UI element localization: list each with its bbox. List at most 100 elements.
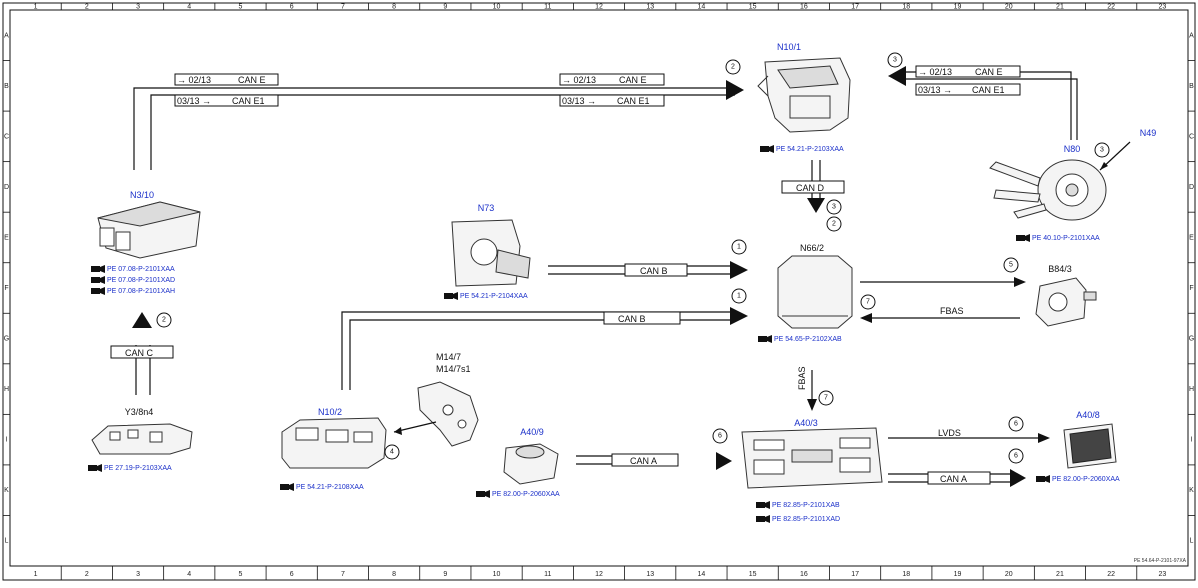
b84-3-camera: B84/3 bbox=[1035, 264, 1097, 327]
a40-8-display: A40/8 PE 82.00-P-2060XAA bbox=[1036, 410, 1120, 483]
fbas-label-horizontal: FBAS bbox=[940, 306, 964, 316]
grid-column-label: 5 bbox=[239, 571, 243, 578]
sheet-ref-from-0313: 03/13 → bbox=[177, 96, 211, 106]
grid-column-label: 21 bbox=[1056, 571, 1064, 578]
n10-1-label: N10/1 bbox=[777, 42, 801, 52]
grid-column-label: 9 bbox=[443, 571, 447, 578]
grid-column-label: 18 bbox=[902, 4, 910, 11]
can-e1-label-box-mid bbox=[559, 94, 665, 107]
grid-row-label: L bbox=[5, 538, 9, 545]
callout-6-can-a: 6 bbox=[1014, 453, 1018, 460]
grid-row-label: A bbox=[1189, 32, 1194, 39]
grid-column-label: 7 bbox=[341, 4, 345, 11]
grid-column-label: 19 bbox=[954, 4, 962, 11]
grid-column-label: 9 bbox=[443, 4, 447, 11]
can-a-label-right: CAN A bbox=[940, 474, 967, 484]
grid-column-label: 1 bbox=[34, 571, 38, 578]
callout-2-left: 2 bbox=[162, 317, 166, 324]
m14-7s1-label: M14/7s1 bbox=[436, 364, 471, 374]
can-b-label-top: CAN B bbox=[640, 266, 668, 276]
n10-2-ref: PE 54.21-P-2108XAA bbox=[296, 484, 364, 491]
grid-row-label: F bbox=[1189, 285, 1193, 292]
grid-column-label: 23 bbox=[1158, 4, 1166, 11]
n3-10-module: N3/10 PE 07.08-P-2101XAA PE 07.08-P-2101… bbox=[91, 190, 201, 295]
grid-column-label: 23 bbox=[1158, 571, 1166, 578]
can-e1-label-mid: CAN E1 bbox=[617, 96, 650, 106]
b84-3-label: B84/3 bbox=[1048, 264, 1072, 274]
can-d-link: CAN D 3 2 bbox=[781, 160, 845, 232]
n73-label: N73 bbox=[478, 203, 495, 213]
n10-2-label: N10/2 bbox=[318, 407, 342, 417]
n80-label: N80 bbox=[1064, 144, 1081, 154]
callout-2-top bbox=[725, 59, 741, 75]
grid-column-label: 1 bbox=[34, 4, 38, 11]
grid-column-label: 16 bbox=[800, 4, 808, 11]
callout-3-right: 3 bbox=[893, 57, 897, 64]
grid-row-label: E bbox=[1189, 234, 1194, 241]
grid-column-label: 13 bbox=[646, 4, 654, 11]
grid-row-label: F bbox=[4, 285, 8, 292]
n3-10-ref-2: PE 07.08-P-2101XAD bbox=[107, 277, 175, 284]
grid-column-label: 20 bbox=[1005, 571, 1013, 578]
can-b-label-bottom: CAN B bbox=[618, 314, 646, 324]
sheet-ref-from-0313-right: 03/13 → bbox=[918, 85, 952, 95]
n10-1-module: N10/1 PE 54.21-P-2103XAA bbox=[757, 42, 851, 153]
can-e-label-right: CAN E bbox=[975, 67, 1003, 77]
grid-column-label: 3 bbox=[136, 571, 140, 578]
can-e-label-mid: CAN E bbox=[619, 75, 647, 85]
can-e-right-bus: → 02/13 CAN E 03/13 → CAN E1 3 bbox=[887, 52, 1078, 140]
n66-2-ref: PE 54.65-P-2102XAB bbox=[774, 336, 842, 343]
n73-ref: PE 54.21-P-2104XAA bbox=[460, 293, 528, 300]
grid-row-label: K bbox=[4, 487, 9, 494]
sheet-ref-to-0213: → 02/13 bbox=[177, 75, 211, 85]
a40-3-head-unit: 6 A40/3 PE 82.85-P-2101XAB PE 82.85-P-21… bbox=[712, 418, 883, 523]
grid-row-label: B bbox=[1189, 83, 1194, 90]
a40-9-label: A40/9 bbox=[520, 427, 544, 437]
grid-column-label: 8 bbox=[392, 571, 396, 578]
callout-1-bottom: 1 bbox=[737, 293, 741, 300]
grid-row-label: B bbox=[4, 83, 9, 90]
grid-row-label: G bbox=[1189, 336, 1194, 343]
sheet-inner-frame bbox=[9, 9, 1189, 567]
grid-column-label: 6 bbox=[290, 4, 294, 11]
can-c-label: CAN C bbox=[125, 348, 154, 358]
n3-10-ref-1: PE 07.08-P-2101XAA bbox=[107, 266, 175, 273]
callout-3-n80: 3 bbox=[1100, 147, 1104, 154]
n73-module: N73 PE 54.21-P-2104XAA bbox=[444, 203, 531, 300]
lvds-can-a-right-links: LVDS 6 CAN A 6 bbox=[888, 416, 1050, 487]
grid-column-label: 11 bbox=[544, 571, 551, 578]
grid-column-label: 17 bbox=[851, 4, 859, 11]
n3-10-ref-3: PE 07.08-P-2101XAH bbox=[107, 288, 175, 295]
grid-column-label: 17 bbox=[851, 571, 859, 578]
can-e-label-box-mid bbox=[559, 73, 665, 86]
grid-column-label: 12 bbox=[595, 571, 603, 578]
n3-10-label: N3/10 bbox=[130, 190, 154, 200]
grid-column-label: 2 bbox=[85, 571, 89, 578]
grid-column-label: 16 bbox=[800, 571, 808, 578]
can-e-label-box-left bbox=[174, 73, 279, 86]
grid-row-label: I bbox=[6, 437, 8, 444]
sheet-ref-to-0213-right: → 02/13 bbox=[918, 67, 952, 77]
grid-column-label: 6 bbox=[290, 571, 294, 578]
grid-row-label: C bbox=[1189, 133, 1194, 140]
grid-column-label: 5 bbox=[239, 4, 243, 11]
n10-1-ref: PE 54.21-P-2103XAA bbox=[776, 146, 844, 153]
grid-column-label: 20 bbox=[1005, 4, 1013, 11]
grid-column-label: 7 bbox=[341, 571, 345, 578]
a40-3-ref-2: PE 82.85-P-2101XAD bbox=[772, 516, 840, 523]
grid-row-label: K bbox=[1189, 487, 1194, 494]
callout-6-lvds: 6 bbox=[1014, 421, 1018, 428]
grid-row-label: E bbox=[4, 234, 9, 241]
callout-1-top: 1 bbox=[737, 244, 741, 251]
grid-column-label: 15 bbox=[749, 4, 757, 11]
fbas-label-vertical: FBAS bbox=[797, 366, 807, 390]
grid-column-label: 11 bbox=[544, 4, 551, 11]
can-d-label: CAN D bbox=[796, 183, 825, 193]
a40-8-ref: PE 82.00-P-2060XAA bbox=[1052, 476, 1120, 483]
grid-column-label: 8 bbox=[392, 4, 396, 11]
grid-row-label: D bbox=[4, 184, 9, 191]
grid-column-label: 22 bbox=[1107, 4, 1115, 11]
